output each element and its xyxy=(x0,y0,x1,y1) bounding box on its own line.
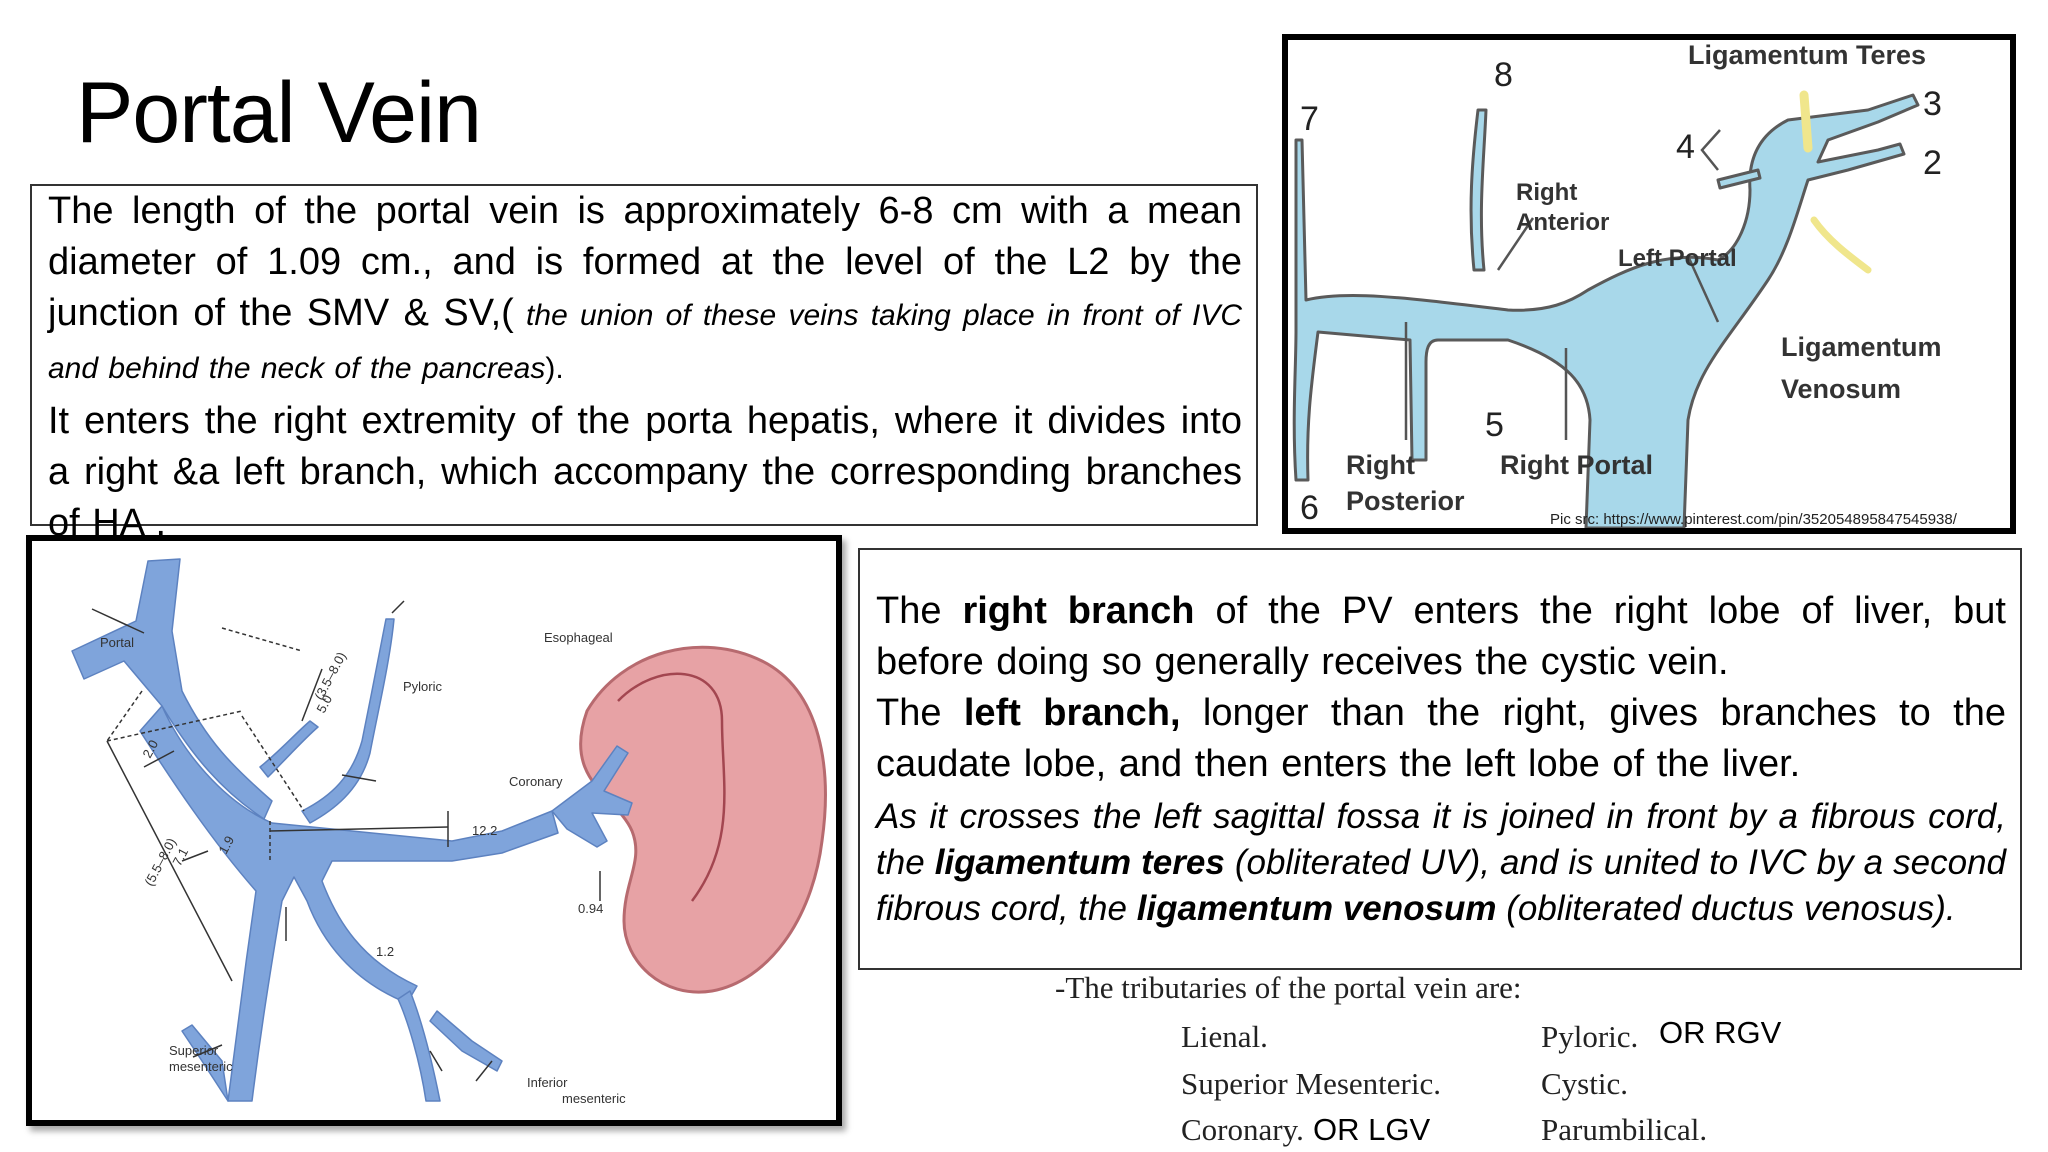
label-right-posterior-1: Right xyxy=(1346,450,1415,480)
tributary-superior-mesenteric: Superior Mesenteric. xyxy=(1181,1066,1441,1101)
label-right-posterior-2: Posterior xyxy=(1346,486,1465,516)
label-esophageal: Esophageal xyxy=(544,630,613,645)
lig-venosum-bold: ligamentum venosum xyxy=(1136,889,1497,928)
lb-text-1: The xyxy=(876,692,964,734)
intro-text-box: The length of the portal vein is approxi… xyxy=(30,184,1258,544)
label-3-5-8: (3.5–8.0) xyxy=(311,649,349,702)
slide-title: Portal Vein xyxy=(76,65,482,161)
note-coronary: OR LGV xyxy=(1313,1112,1431,1147)
tributaries-heading: -The tributaries of the portal vein are: xyxy=(1055,970,1522,1005)
label-2: 2 xyxy=(1923,144,1942,182)
left-branch-paragraph: The left branch, longer than the right, … xyxy=(876,688,2006,790)
intro-paragraph-1: The length of the portal vein is approxi… xyxy=(48,186,1242,394)
label-inferior-2: mesenteric xyxy=(562,1091,626,1106)
label-7: 7 xyxy=(1300,100,1319,138)
tributary-cystic: Cystic. xyxy=(1541,1066,1628,1101)
label-1-9: 1.9 xyxy=(215,833,237,856)
label-lig-teres: Ligamentum Teres xyxy=(1688,40,1926,70)
label-0-94: 0.94 xyxy=(578,901,603,916)
label-7-1: 7.1 xyxy=(169,845,191,868)
tributary-lienal: Lienal. xyxy=(1181,1019,1268,1054)
lig-text-2: (obliterated UV), and is united to IVC b… xyxy=(876,843,2006,928)
spleen xyxy=(579,645,827,994)
rb-bold: right branch xyxy=(962,590,1195,632)
tributary-parumbilical: Parumbilical. xyxy=(1541,1112,1708,1147)
portal-system-svg: Portal Esophageal Pyloric Coronary (3.5–… xyxy=(71,558,827,1106)
dimension-lines xyxy=(91,600,601,1082)
label-portal: Portal xyxy=(100,635,134,650)
label-8: 8 xyxy=(1494,56,1513,94)
lig-teres-bold: ligamentum teres xyxy=(934,843,1225,882)
diagram-a-numbers: 7 8 4 3 2 5 6 xyxy=(1300,56,1942,527)
label-right-anterior-1: Right xyxy=(1516,179,1577,206)
label-lig-venosum-1: Ligamentum xyxy=(1781,332,1942,362)
tributary-pyloric: Pyloric. xyxy=(1541,1019,1639,1054)
label-inferior-1: Inferior xyxy=(527,1075,568,1090)
ligament-paragraph: As it crosses the left sagittal fossa it… xyxy=(876,794,2006,932)
label-lig-venosum-2: Venosum xyxy=(1781,374,1901,404)
intro-p1-end: ). xyxy=(545,352,564,385)
label-3: 3 xyxy=(1923,85,1942,123)
intro-paragraph-2: It enters the right extremity of the por… xyxy=(48,400,1242,544)
label-1-2: 1.2 xyxy=(376,944,394,959)
intro-p1-italic: the union of these veins taking place in… xyxy=(48,299,1242,385)
label-12-2: 12.2 xyxy=(472,823,497,838)
pic-source: Pic src: https://www.pinterest.com/pin/3… xyxy=(1550,511,1958,528)
label-left-portal: Left Portal xyxy=(1618,245,1737,272)
portal-branches-diagram: 7 8 4 3 2 5 6 Ligamentum Teres Right Ant… xyxy=(1282,34,2016,534)
rb-text-1: The xyxy=(876,590,963,632)
label-6: 6 xyxy=(1300,489,1319,527)
right-branch-paragraph: The right branch of the PV enters the ri… xyxy=(876,586,2006,688)
lb-bold: left branch, xyxy=(963,692,1181,734)
label-5-0: 5.0 xyxy=(313,692,335,715)
diagram-a-labels: Ligamentum Teres Right Anterior Left Por… xyxy=(1346,40,1942,516)
label-right-portal: Right Portal xyxy=(1500,450,1653,480)
lb-text-2: longer than the right, gives branches to… xyxy=(876,692,2007,785)
portal-system-diagram: Portal Esophageal Pyloric Coronary (3.5–… xyxy=(26,535,842,1126)
label-superior-2: mesenteric xyxy=(169,1059,233,1074)
label-right-anterior-2: Anterior xyxy=(1516,209,1609,236)
lig-text-1: As it crosses the left sagittal fossa it… xyxy=(876,797,2006,882)
label-pyloric: Pyloric xyxy=(403,679,443,694)
intro-p1-text: The length of the portal vein is approxi… xyxy=(48,190,1242,334)
label-superior-1: Superior xyxy=(169,1043,219,1058)
tributary-coronary: Coronary. xyxy=(1181,1112,1304,1147)
lig-text-3: (obliterated ductus venosus). xyxy=(1496,889,1956,928)
branches-text-box: The right branch of the PV enters the ri… xyxy=(858,548,2022,970)
label-5: 5 xyxy=(1485,406,1504,444)
label-coronary: Coronary xyxy=(509,774,563,789)
label-4: 4 xyxy=(1676,128,1695,166)
rb-text-2: of the PV enters the right lobe of liver… xyxy=(876,590,2006,683)
label-2-0: 2.0 xyxy=(139,737,161,760)
portal-branches-svg: 7 8 4 3 2 5 6 Ligamentum Teres Right Ant… xyxy=(1292,40,1958,530)
note-pyloric: OR RGV xyxy=(1659,1015,1782,1050)
